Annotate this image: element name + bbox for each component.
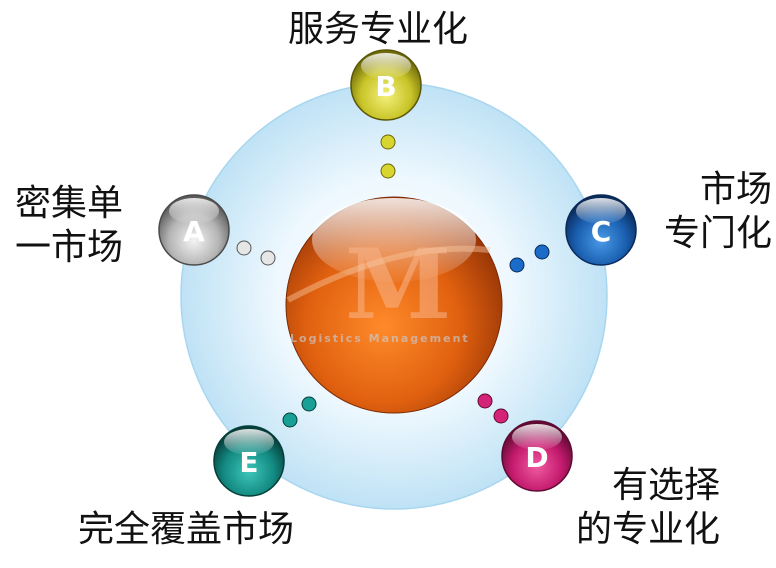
label-node-a: 密集单 一市场 xyxy=(10,182,128,270)
node-e: E xyxy=(213,425,285,497)
label-node-a-line-1: 密集单 xyxy=(14,183,123,224)
connector-dots-e xyxy=(282,396,317,428)
label-node-a-line-2: 一市场 xyxy=(14,227,123,268)
node-b-letter: B xyxy=(375,70,396,103)
connector-dots-a xyxy=(236,240,276,266)
label-node-d-line-1: 有选择 xyxy=(611,465,720,506)
label-node-d: 有选择 的专业化 xyxy=(570,464,720,552)
label-node-b: 服务专业化 xyxy=(288,8,468,52)
label-node-e-line-1: 完全覆盖市场 xyxy=(78,509,295,550)
connector-dots-d xyxy=(477,393,509,424)
node-c-letter: C xyxy=(591,215,612,248)
center-watermark-text: Logistics Management xyxy=(290,332,470,345)
connector-dots-c xyxy=(509,244,550,273)
label-node-e: 完全覆盖市场 xyxy=(78,508,294,552)
label-node-c: 市场 专门化 xyxy=(654,168,772,256)
node-a-letter: A xyxy=(183,215,205,248)
node-c: C xyxy=(565,194,637,266)
node-d-letter: D xyxy=(525,441,548,474)
label-node-c-line-2: 专门化 xyxy=(663,213,772,254)
center-watermark-letter: M xyxy=(345,228,451,341)
label-node-c-line-1: 市场 xyxy=(699,169,772,210)
node-e-letter: E xyxy=(239,446,258,479)
center-sphere: M Logistics Management xyxy=(285,196,503,414)
node-b: B xyxy=(350,49,422,121)
label-node-d-line-2: 的专业化 xyxy=(575,509,720,550)
connector-dots-b xyxy=(380,134,396,179)
node-a: A xyxy=(158,194,230,266)
node-d: D xyxy=(501,420,573,492)
label-node-b-line-1: 服务专业化 xyxy=(288,9,469,50)
